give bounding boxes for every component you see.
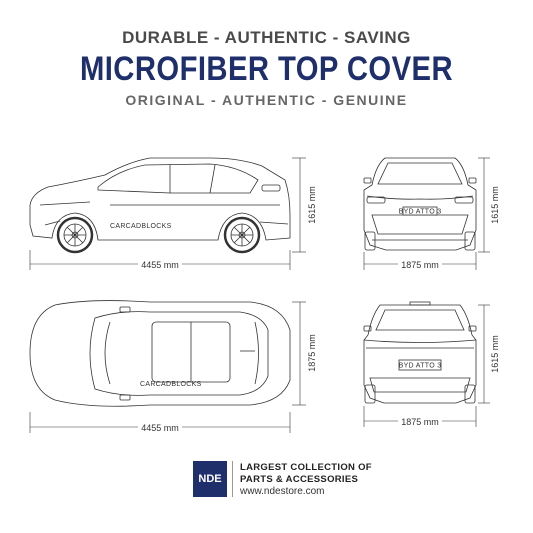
store-url-link[interactable]: www.ndestore.com (240, 486, 325, 497)
footer-slogan-line1: LARGEST COLLECTION OF (240, 462, 372, 473)
front-body-outline (363, 157, 477, 251)
top-width-label: 1875 mm (307, 334, 317, 372)
side-rear-wheel (223, 216, 261, 254)
rear-plate-text: BYD ATTO 3 (399, 363, 442, 370)
side-body-outline (29, 157, 291, 241)
rear-width-label: 1875 mm (401, 417, 439, 427)
side-view: CARCADBLOCKS 4455 mm 1615 mm (29, 157, 317, 270)
side-front-wheel (56, 216, 94, 254)
front-height-label: 1615 mm (490, 186, 500, 224)
front-view: BYD ATTO 3 1875 mm 1615 mm (363, 157, 500, 270)
front-plate-text: BYD ATTO 3 (399, 209, 442, 216)
top-roof-outline (89, 311, 269, 396)
nde-logo: NDE (193, 461, 227, 497)
rear-view: BYD ATTO 3 1875 mm 1615 mm (363, 301, 500, 427)
side-height-label: 1615 mm (307, 186, 317, 224)
rear-window (375, 309, 465, 331)
side-length-label: 4455 mm (141, 260, 179, 270)
side-watermark: CARCADBLOCKS (110, 223, 172, 230)
tagline-top: DURABLE - AUTHENTIC - SAVING (122, 28, 411, 47)
top-view: CARCADBLOCKS 4455 mm 1875 mm (29, 300, 317, 433)
top-watermark: CARCADBLOCKS (140, 381, 202, 388)
top-body-outline (29, 300, 291, 407)
top-length-label: 4455 mm (141, 423, 179, 433)
rear-body-outline (363, 304, 477, 404)
tagline-bottom: ORIGINAL - AUTHENTIC - GENUINE (125, 92, 408, 108)
footer-slogan-line2: PARTS & ACCESSORIES (240, 474, 359, 485)
rear-height-label: 1615 mm (490, 335, 500, 373)
page-title: MICROFIBER TOP COVER (79, 50, 454, 88)
front-width-label: 1875 mm (401, 260, 439, 270)
front-windshield (377, 162, 463, 185)
footer-divider (232, 461, 233, 497)
footer-slogan: LARGEST COLLECTION OF PARTS & ACCESSORIE… (240, 462, 372, 486)
side-window-outline (97, 163, 259, 194)
